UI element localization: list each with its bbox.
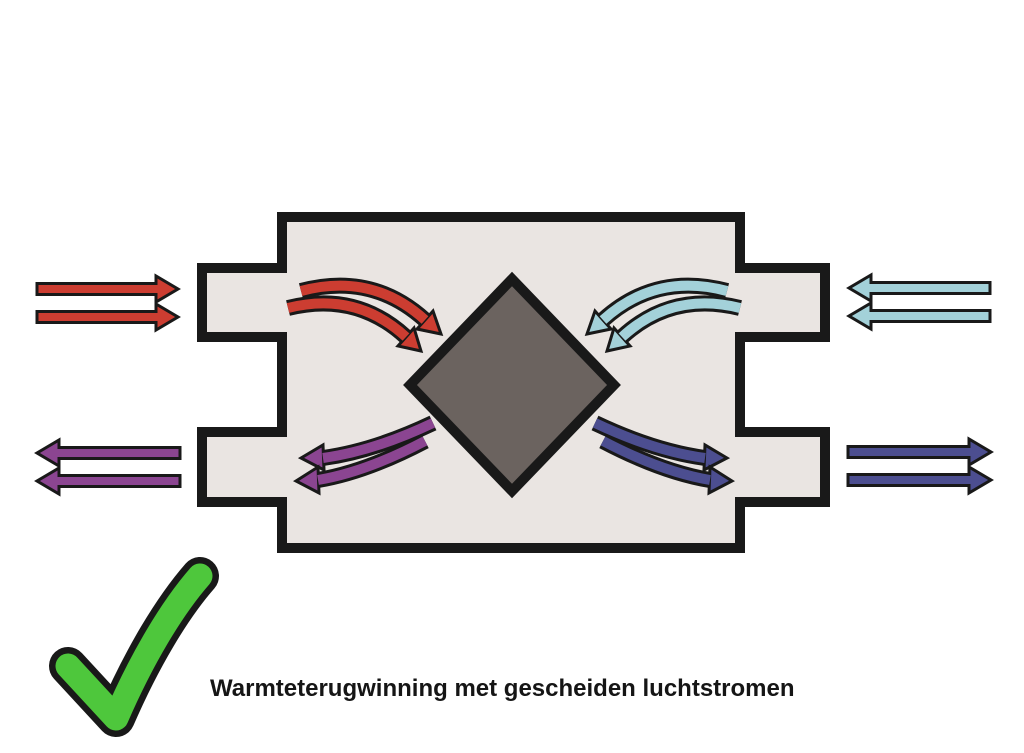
checkmark-icon bbox=[49, 557, 219, 737]
flow-purple-exhaust-out bbox=[34, 415, 437, 497]
checkmark-fill bbox=[55, 563, 213, 731]
cyan-curve-fill-1 bbox=[599, 280, 729, 324]
navy-arrow-straight-1 bbox=[846, 436, 994, 468]
diagram-caption: Warmteterugwinning met gescheiden luchts… bbox=[210, 675, 795, 702]
cyan-arrow-straight-1 bbox=[846, 272, 992, 304]
navy-arrow-straight-2 bbox=[846, 464, 994, 496]
purple-curve-fill-1 bbox=[322, 418, 436, 463]
purple-arrow-straight-2 bbox=[34, 465, 182, 497]
heat-exchanger-core bbox=[403, 271, 621, 499]
diagram-root bbox=[34, 212, 994, 737]
red-curve-fill-1 bbox=[299, 280, 429, 324]
purple-arrow-straight-1 bbox=[34, 437, 182, 469]
flow-red-warm-in bbox=[35, 273, 444, 354]
navy-curve-fill-2 bbox=[600, 436, 711, 485]
red-arrow-straight-1 bbox=[35, 273, 181, 305]
red-curve-fill-2 bbox=[286, 298, 410, 341]
cyan-curve-fill-2 bbox=[618, 298, 742, 341]
navy-curve-fill-1 bbox=[592, 418, 706, 463]
flow-cyan-fresh-in bbox=[584, 272, 992, 354]
red-arrow-straight-2 bbox=[35, 301, 181, 333]
cyan-arrow-straight-2 bbox=[846, 300, 992, 332]
purple-curve-fill-2 bbox=[317, 436, 428, 485]
flow-navy-supply-out bbox=[591, 415, 994, 496]
